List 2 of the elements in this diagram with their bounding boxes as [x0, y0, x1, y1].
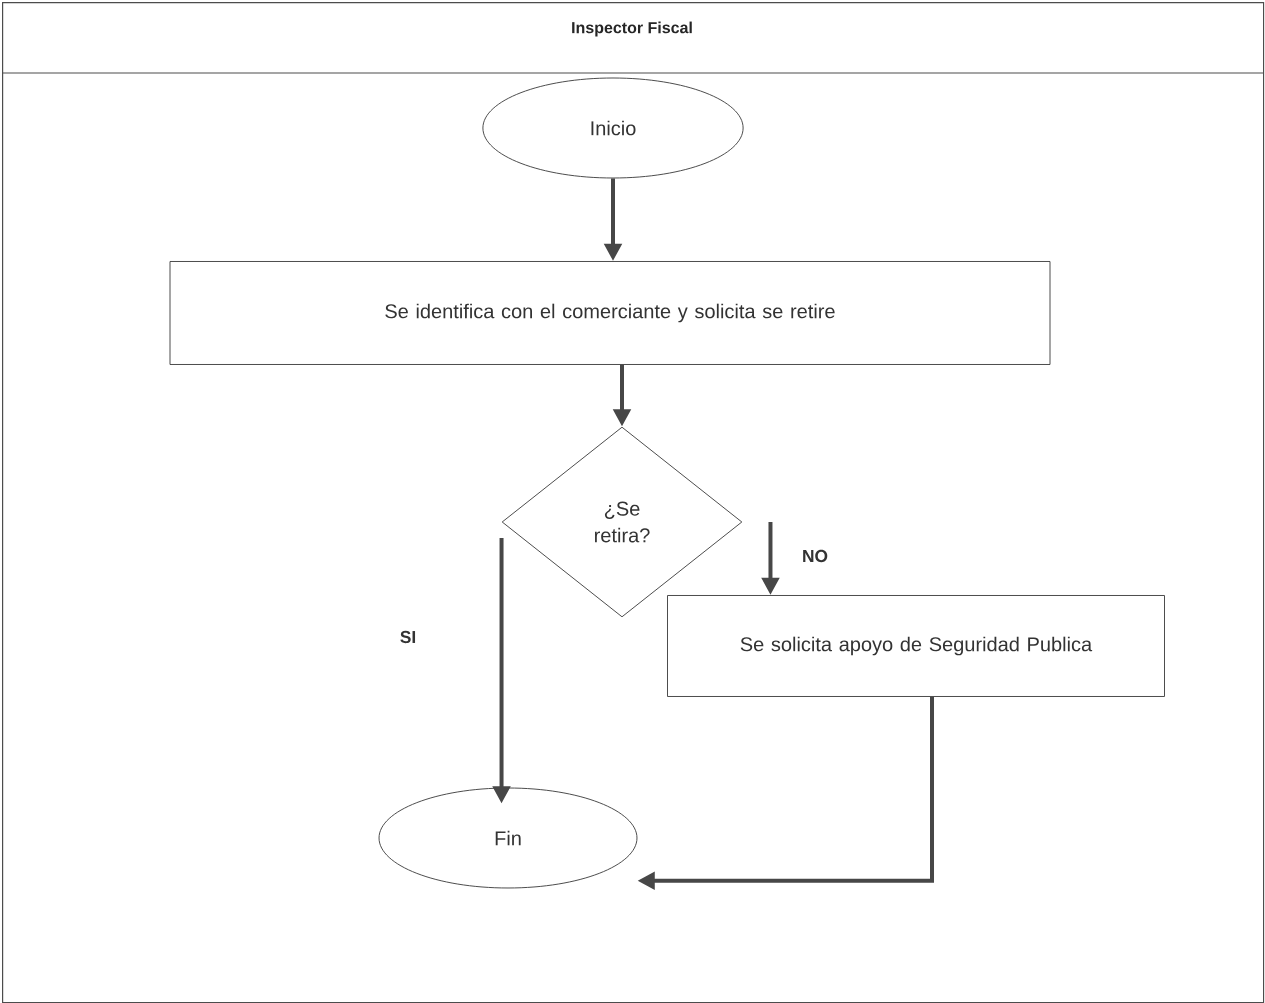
process-box: Se solicita apoyo de Seguridad Publica — [667, 595, 1165, 697]
process-box: Se identifica con el comerciante y solicita se retire — [169, 261, 1051, 365]
